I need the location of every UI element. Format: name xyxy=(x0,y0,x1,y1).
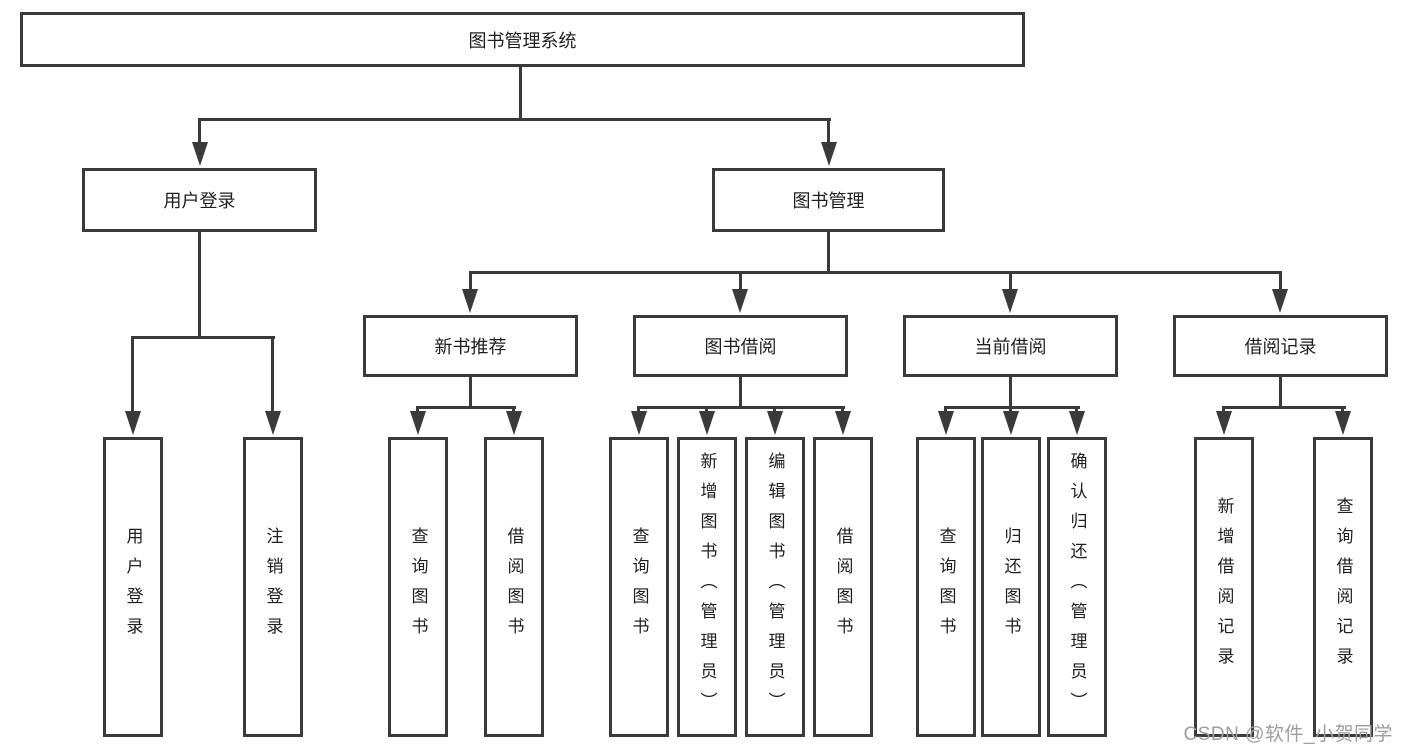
node-label: 用户登录 xyxy=(123,527,143,647)
connector-line xyxy=(198,118,831,121)
node-label: 新增图书（管理员） xyxy=(697,452,717,722)
arrow-down-icon xyxy=(192,142,208,166)
node-label: 新增借阅记录 xyxy=(1214,497,1234,677)
leaf-add-book-admin: 新增图书（管理员） xyxy=(677,437,737,737)
connector-line xyxy=(1222,406,1346,409)
arrow-down-icon xyxy=(835,411,851,435)
node-current-borrowing: 当前借阅 xyxy=(903,315,1118,377)
leaf-borrow-book: 借阅图书 xyxy=(813,437,873,737)
leaf-query-book-borrowing: 查询图书 xyxy=(609,437,669,737)
leaf-confirm-return-admin: 确认归还（管理员） xyxy=(1047,437,1107,737)
node-label: 借阅图书 xyxy=(833,527,853,647)
arrow-down-icon xyxy=(462,289,478,313)
arrow-down-icon xyxy=(938,411,954,435)
arrow-down-icon xyxy=(1002,289,1018,313)
node-label: 借阅图书 xyxy=(504,527,524,647)
node-label: 查询图书 xyxy=(936,527,956,647)
arrow-down-icon xyxy=(767,411,783,435)
connector-line xyxy=(131,336,275,339)
node-book-management: 图书管理 xyxy=(712,168,945,232)
arrow-down-icon xyxy=(631,411,647,435)
connector-line xyxy=(1075,406,1078,415)
connector-line xyxy=(469,271,1282,274)
node-label: 归还图书 xyxy=(1001,527,1021,647)
connector-line xyxy=(271,336,274,413)
node-label: 注销登录 xyxy=(263,527,283,647)
connector-line xyxy=(198,232,201,339)
leaf-return-book: 归还图书 xyxy=(981,437,1041,737)
arrow-down-icon xyxy=(1003,411,1019,435)
node-new-book-recommendation: 新书推荐 xyxy=(363,315,578,377)
arrow-down-icon xyxy=(1216,411,1232,435)
node-borrowing-records: 借阅记录 xyxy=(1173,315,1388,377)
leaf-query-book-recommend: 查询图书 xyxy=(388,437,448,737)
connector-line xyxy=(773,406,776,415)
node-label: 确认归还（管理员） xyxy=(1067,452,1087,722)
node-label: 图书借阅 xyxy=(704,337,777,357)
arrow-down-icon xyxy=(125,411,141,435)
arrow-down-icon xyxy=(699,411,715,435)
node-label: 新书推荐 xyxy=(434,337,507,357)
connector-line xyxy=(739,377,742,409)
connector-line xyxy=(1009,406,1012,415)
watermark: CSDN @软件_小贺同学 xyxy=(1183,724,1393,745)
connector-line xyxy=(1279,271,1282,291)
node-label: 当前借阅 xyxy=(974,337,1047,357)
connector-line xyxy=(705,406,708,415)
connector-line xyxy=(198,118,201,144)
connector-line xyxy=(1009,271,1012,291)
node-label: 查询图书 xyxy=(408,527,428,647)
node-label: 图书管理系统 xyxy=(468,30,577,51)
connector-line xyxy=(469,271,472,291)
connector-line xyxy=(131,336,134,413)
leaf-borrow-book-recommend: 借阅图书 xyxy=(484,437,544,737)
connector-line xyxy=(519,67,522,121)
node-label: 用户登录 xyxy=(163,191,236,211)
arrow-down-icon xyxy=(1335,411,1351,435)
connector-line xyxy=(512,406,515,415)
connector-line xyxy=(841,406,844,415)
connector-line xyxy=(416,406,516,409)
arrow-down-icon xyxy=(732,289,748,313)
arrow-down-icon xyxy=(265,411,281,435)
leaf-user-login: 用户登录 xyxy=(103,437,163,737)
node-label: 查询图书 xyxy=(629,527,649,647)
node-label: 图书管理 xyxy=(792,191,865,211)
node-label: 编辑图书（管理员） xyxy=(765,452,785,722)
arrow-down-icon xyxy=(410,411,426,435)
arrow-down-icon xyxy=(821,142,837,166)
connector-line xyxy=(1279,377,1282,409)
connector-line xyxy=(1222,406,1225,415)
node-book-borrowing: 图书借阅 xyxy=(633,315,848,377)
node-label: 借阅记录 xyxy=(1244,337,1317,357)
connector-line xyxy=(739,271,742,291)
arrow-down-icon xyxy=(1069,411,1085,435)
connector-line xyxy=(1009,377,1012,409)
leaf-edit-book-admin: 编辑图书（管理员） xyxy=(745,437,805,737)
leaf-query-borrow-record: 查询借阅记录 xyxy=(1313,437,1373,737)
connector-line xyxy=(827,232,830,274)
connector-line xyxy=(416,406,419,415)
connector-line xyxy=(637,406,640,415)
node-library-system: 图书管理系统 xyxy=(20,12,1025,67)
connector-line xyxy=(944,406,947,415)
node-label: 查询借阅记录 xyxy=(1333,497,1353,677)
node-user-login: 用户登录 xyxy=(82,168,317,232)
leaf-query-book-current: 查询图书 xyxy=(916,437,976,737)
connector-line xyxy=(944,406,1080,409)
connector-line xyxy=(637,406,845,409)
leaf-add-borrow-record: 新增借阅记录 xyxy=(1194,437,1254,737)
connector-line xyxy=(1341,406,1344,415)
arrow-down-icon xyxy=(1272,289,1288,313)
connector-line xyxy=(469,377,472,409)
leaf-logout: 注销登录 xyxy=(243,437,303,737)
arrow-down-icon xyxy=(506,411,522,435)
connector-line xyxy=(827,118,830,144)
